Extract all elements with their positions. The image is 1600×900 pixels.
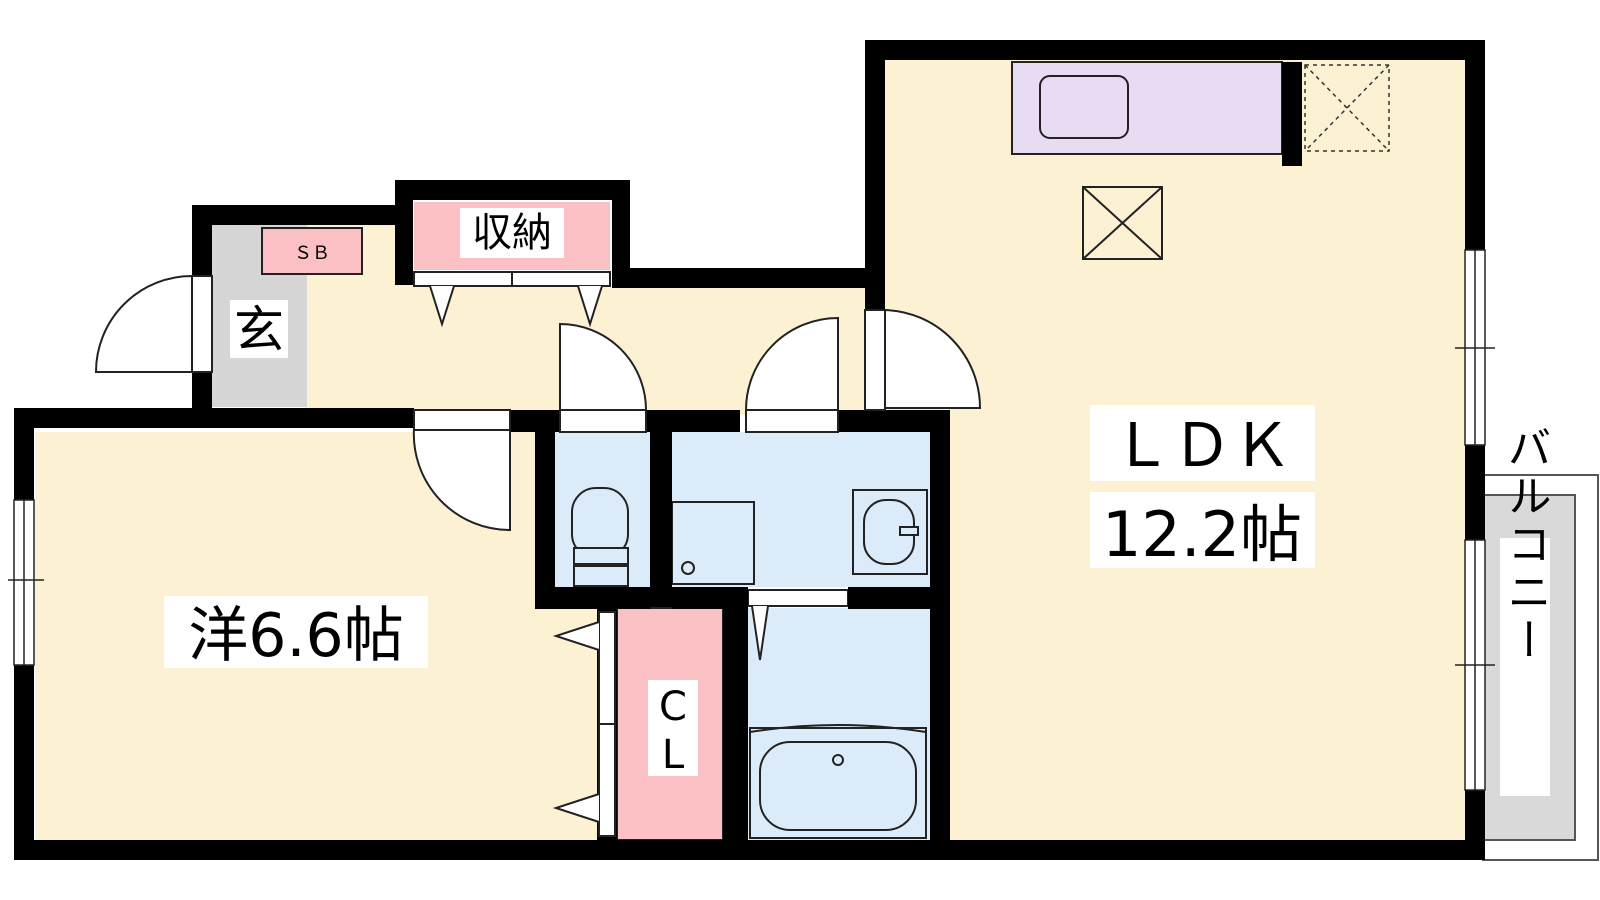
toilet-bowl xyxy=(571,487,629,587)
ldk-name-label: ＬＤＫ xyxy=(1112,411,1292,481)
storage-label: 収納 xyxy=(472,210,552,256)
fridge-space xyxy=(1304,64,1390,152)
western-label-bg xyxy=(164,596,428,668)
storage-label-bg xyxy=(460,208,564,258)
balcony-label-bg xyxy=(1500,538,1550,796)
washing-machine-space xyxy=(671,501,755,585)
shoe-box xyxy=(261,227,363,275)
closet-label-bg xyxy=(648,680,698,776)
windows xyxy=(8,249,1495,791)
entrance-label-bg xyxy=(230,300,288,358)
bath-door-strip xyxy=(747,589,849,607)
closet-label-l: L xyxy=(662,732,685,778)
doors xyxy=(94,271,982,837)
labels: 収納 ＳＢ 玄 ＬＤＫ 12.2帖 洋6.6帖 C L バルコニー xyxy=(164,208,1551,796)
ldk-size-label: 12.2帖 xyxy=(1102,498,1302,571)
closet-label-c: C xyxy=(659,684,687,730)
ldk-size-bg xyxy=(1090,492,1315,568)
balcony-label: バルコニー xyxy=(1500,425,1551,665)
western-label: 洋6.6帖 xyxy=(188,601,403,671)
ldk-name-bg xyxy=(1090,405,1315,481)
bathtub xyxy=(749,724,927,839)
fixtures xyxy=(261,61,1390,841)
entrance-label: 玄 xyxy=(234,301,284,359)
ceiling-hatch xyxy=(1082,186,1163,260)
shoe-box-label: ＳＢ xyxy=(294,243,330,264)
kitchen-sink xyxy=(1039,75,1129,139)
wash-basin xyxy=(852,489,928,575)
